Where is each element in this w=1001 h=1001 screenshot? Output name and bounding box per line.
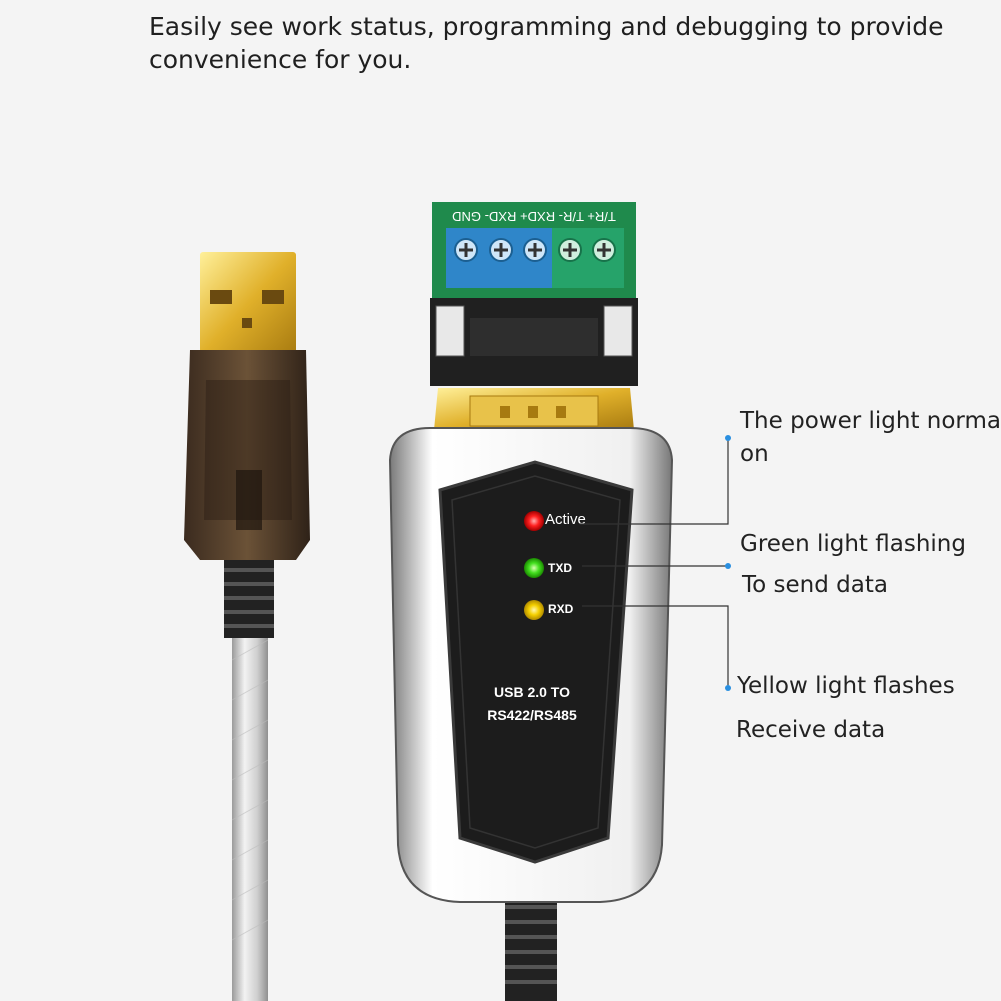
headline-line-1: Easily see work status, programming and … <box>149 12 944 41</box>
leader-lines <box>580 440 729 686</box>
headline: Easily see work status, programming and … <box>149 10 949 76</box>
rxd-led <box>524 600 544 620</box>
yellow-light-callout-line-2: Receive data <box>736 717 886 743</box>
yellow-light-callout-line-1: Yellow light flashes <box>737 673 955 699</box>
db9-connector <box>430 298 638 430</box>
screw-terminals <box>454 238 616 262</box>
txd-led <box>524 558 544 578</box>
terminal-labels: T/R+ T/R- RXD+ RXD- GND <box>452 209 616 224</box>
power-leader-dot <box>725 435 731 441</box>
green-light-callout-line-2: To send data <box>742 572 888 598</box>
device-body <box>388 427 674 903</box>
power-leader-line <box>580 440 729 525</box>
active-led <box>524 511 544 531</box>
device-label-line-1: USB 2.0 TO <box>494 684 570 700</box>
green-light-callout-line-1: Green light flashing <box>740 531 966 557</box>
terminal-block: T/R+ T/R- RXD+ RXD- GND <box>432 202 636 302</box>
device-cable <box>505 895 557 1001</box>
power-light-callout-line-1: The power light norma <box>740 408 1001 434</box>
txd-led-label: TXD <box>548 561 572 575</box>
usb-cable <box>224 560 274 1001</box>
yellow-leader-dot <box>725 685 731 691</box>
rxd-led-label: RXD <box>548 602 574 616</box>
power-light-callout-line-2: on <box>740 441 769 467</box>
active-led-label: Active <box>545 511 586 528</box>
green-leader-dot <box>725 563 731 569</box>
usb-a-plug <box>184 252 310 560</box>
headline-line-2: convenience for you. <box>149 45 412 74</box>
yellow-leader-line <box>582 605 729 686</box>
device-label-line-2: RS422/RS485 <box>487 707 577 723</box>
led-indicators: Active TXD RXD <box>524 511 586 620</box>
